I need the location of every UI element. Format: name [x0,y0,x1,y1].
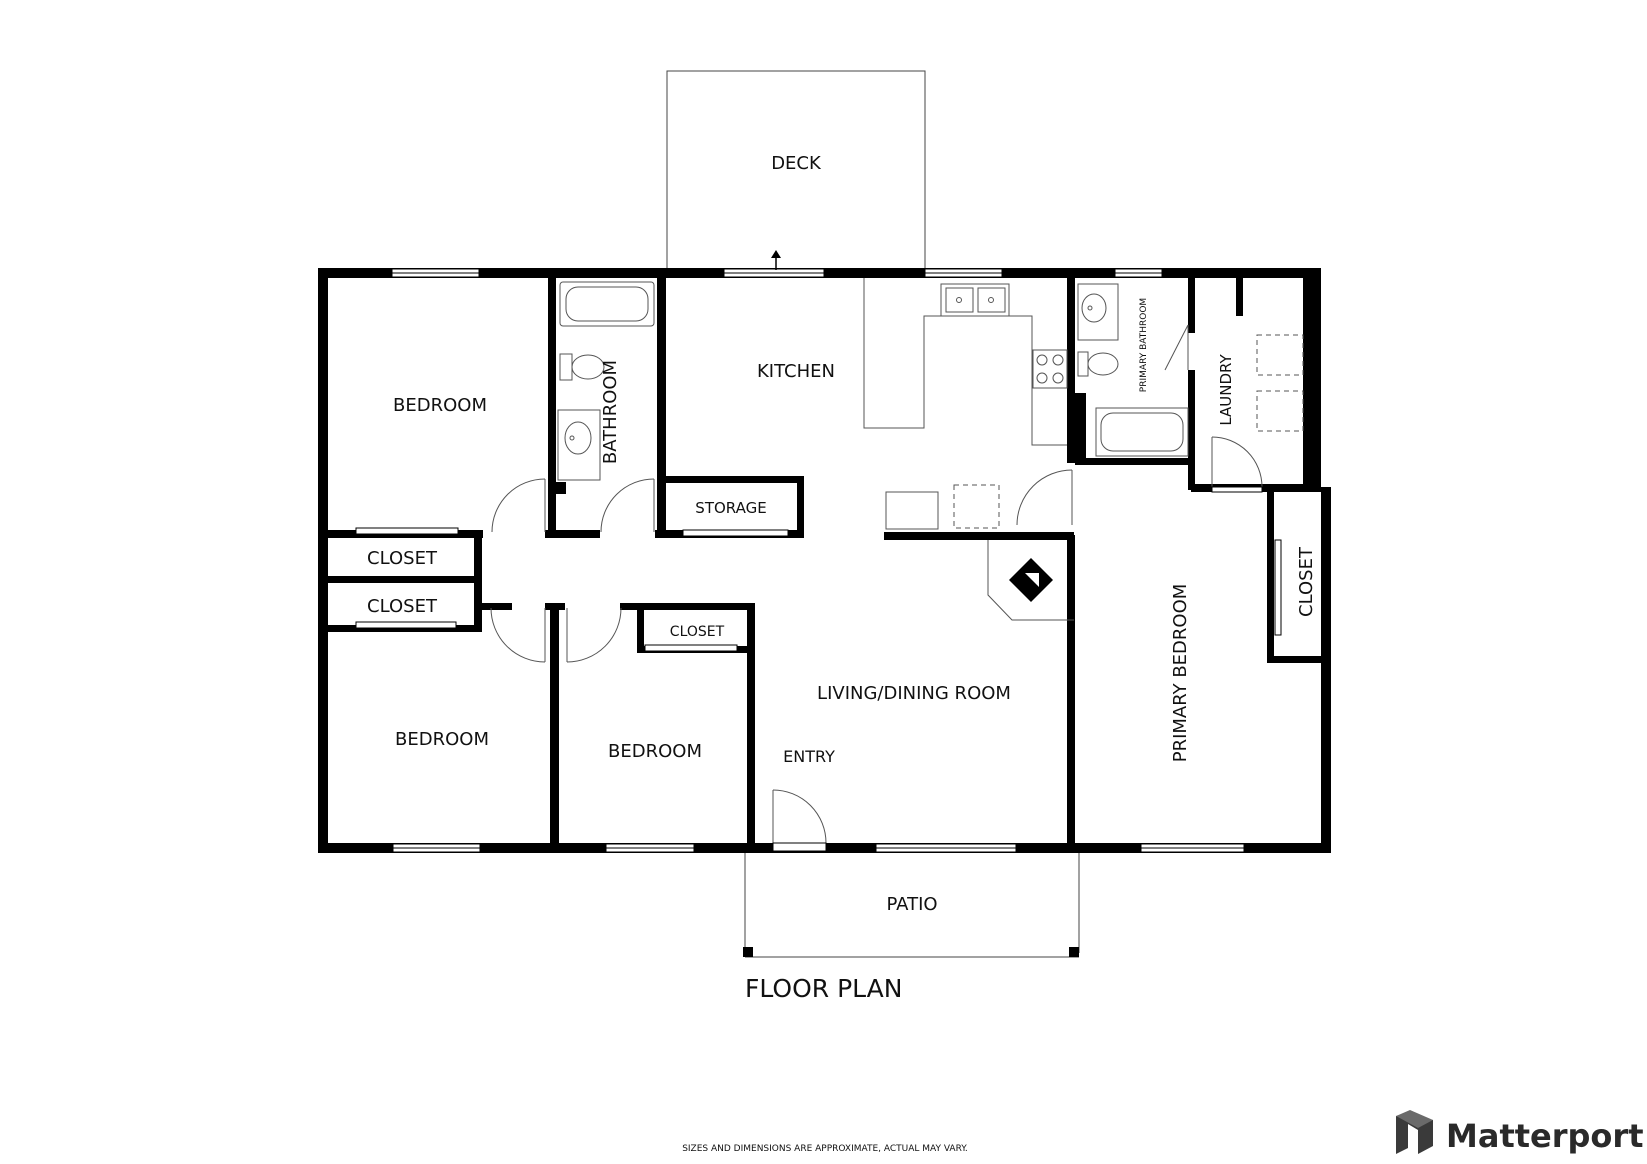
brand-name: Matterport [1446,1117,1643,1155]
room-label-closet-left-2: CLOSET [367,596,438,617]
matterport-logo-icon [1396,1110,1433,1154]
room-label-closet-right: CLOSET [1296,546,1317,617]
room-label-kitchen: KITCHEN [757,361,835,382]
patio-post-left [743,947,753,957]
windows [391,268,1245,853]
room-label-closet-left-1: CLOSET [367,548,438,569]
patio-outline [744,853,1080,958]
room-label-primary-bathroom: PRIMARY BATHROOM [1139,298,1149,392]
door-swings [490,324,1263,844]
room-label-bedroom-nw: BEDROOM [393,395,487,416]
room-label-entry: ENTRY [783,747,835,766]
room-label-storage: STORAGE [695,499,766,517]
door-thresholds [772,486,1263,852]
toilet-icon [559,353,605,381]
kitchen-table-icon [953,484,1000,529]
room-label-bedroom-s: BEDROOM [608,741,702,762]
sliding-doors [355,527,1282,652]
room-label-closet-small: CLOSET [670,624,725,640]
primary-sink-icon [1077,283,1119,341]
washer-dryer-icon [1256,334,1304,432]
patio-post-right [1069,947,1079,957]
room-label-patio: PATIO [886,894,937,915]
primary-toilet-icon [1077,351,1119,377]
room-label-living-dining: LIVING/DINING ROOM [817,683,1011,704]
deck-door-arrow [771,250,781,270]
plan-title: FLOOR PLAN [745,974,902,1003]
stove-icon [1032,349,1068,389]
kitchen-sink-icon [940,283,1010,317]
disclaimer-text: SIZES AND DIMENSIONS ARE APPROXIMATE, AC… [682,1144,968,1154]
primary-bathtub-icon [1095,407,1189,457]
room-label-deck: DECK [771,153,822,174]
matterport-logo: Matterport [1396,1110,1643,1155]
fireplace-icon [987,540,1074,621]
room-labels: DECK KITCHEN BATHROOM BEDROOM STORAGE CL… [367,153,1317,915]
room-label-bathroom: BATHROOM [600,360,621,464]
room-label-primary-bedroom: PRIMARY BEDROOM [1170,584,1191,763]
room-label-bedroom-sw: BEDROOM [395,729,489,750]
bathtub-icon [559,281,655,327]
room-label-laundry: LAUNDRY [1217,353,1235,425]
interior-walls [328,278,1321,848]
bathroom-sink-icon [557,409,601,481]
deck-outline [666,70,926,272]
